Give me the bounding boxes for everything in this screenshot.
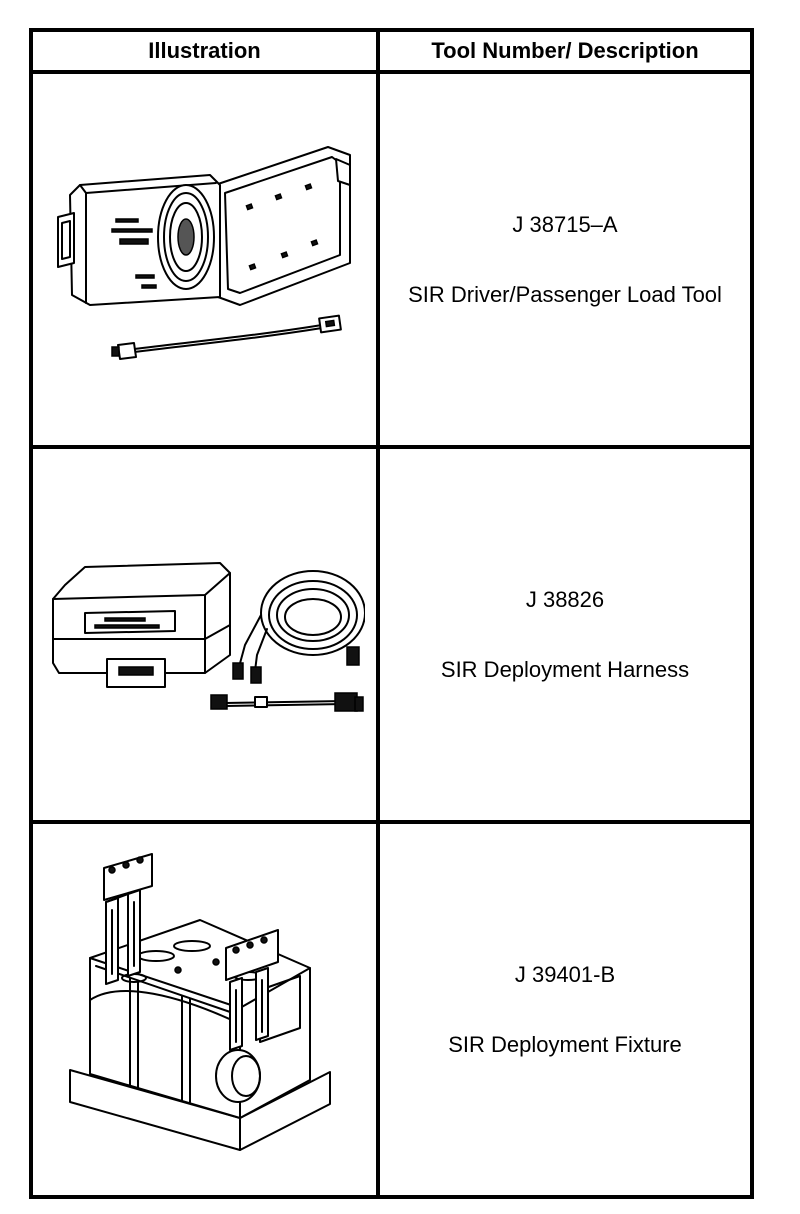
tool-description: SIR Deployment Harness	[440, 656, 690, 682]
header-illustration: Illustration	[29, 28, 380, 74]
table-row: J 38715–A SIR Driver/Passenger Load Tool	[29, 70, 754, 449]
illustration-cell	[29, 820, 380, 1199]
tool-cell: J 38826 SIR Deployment Harness	[376, 445, 754, 824]
deployment-harness-icon	[51, 561, 365, 712]
tool-description: SIR Driver/Passenger Load Tool	[408, 281, 722, 307]
illustration-cell	[29, 445, 380, 824]
table-row: J 38826 SIR Deployment Harness	[29, 445, 754, 824]
tools-table: Illustration Tool Number/ Description	[29, 28, 754, 1199]
tool-number: J 39401-B	[514, 961, 616, 987]
tool-cell: J 39401-B SIR Deployment Fixture	[376, 820, 754, 1199]
illustration-cell	[29, 70, 380, 449]
header-row: Illustration Tool Number/ Description	[29, 28, 754, 74]
deployment-fixture-icon	[68, 852, 331, 1151]
header-tool-number: Tool Number/ Description	[376, 28, 754, 74]
tool-number: J 38826	[525, 586, 605, 612]
table-row: J 39401-B SIR Deployment Fixture	[29, 820, 754, 1199]
tool-cell: J 38715–A SIR Driver/Passenger Load Tool	[376, 70, 754, 449]
tool-number: J 38715–A	[512, 211, 618, 237]
tool-description: SIR Deployment Fixture	[448, 1031, 682, 1057]
load-tool-case-icon	[56, 145, 351, 360]
